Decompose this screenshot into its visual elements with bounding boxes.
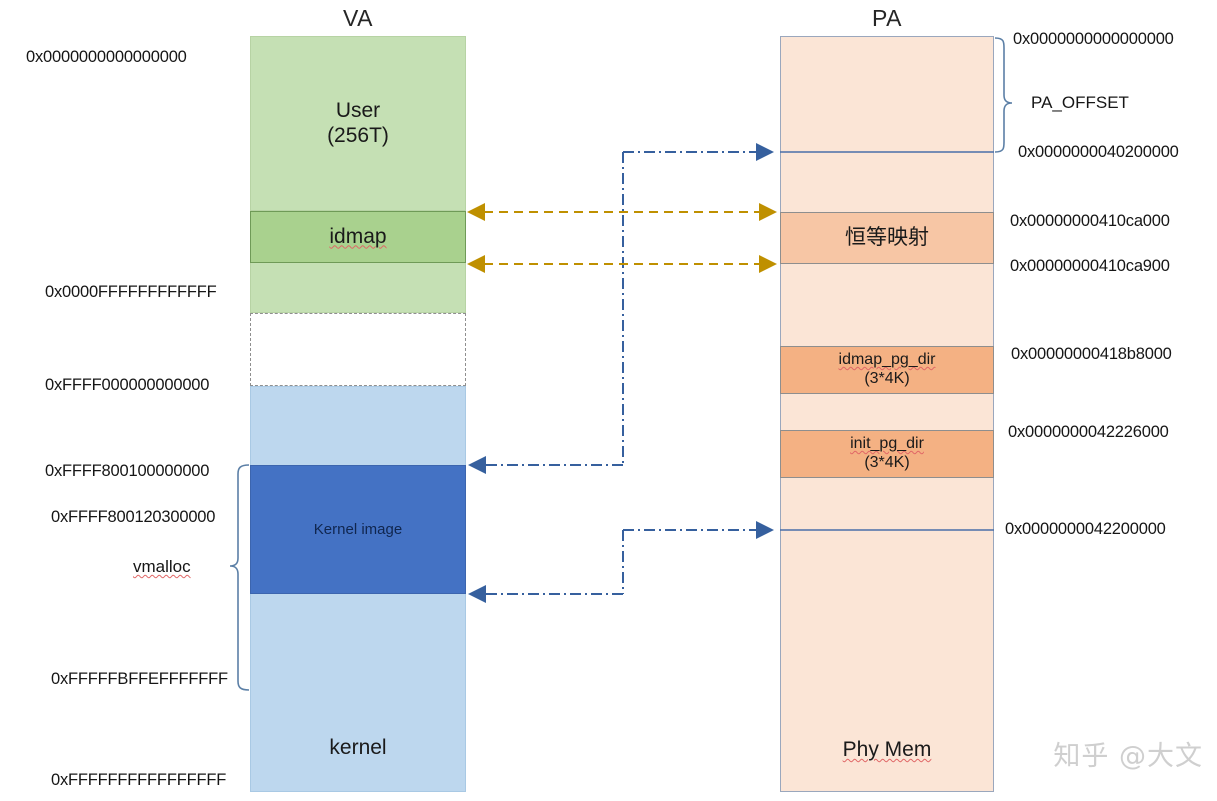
va-block-kernel-image-label: Kernel image [313,520,403,538]
pa-label-pa-offset: PA_OFFSET [1031,93,1129,112]
pa-address-identity-map-start: 0x00000000410ca000 [1010,212,1170,230]
va-block-idmap-label: idmap [329,224,387,248]
pa-block-init-pg-dir-label: init_pg_dir [850,435,924,453]
va-block-user[interactable]: User (256T) [250,36,466,211]
pa-offset-bracket [994,37,1013,153]
pa-address-init-pg-dir: 0x0000000042226000 [1008,423,1169,441]
pa-block-init-pg-dir[interactable]: init_pg_dir (3*4K) [780,430,994,478]
va-address-top: 0x0000000000000000 [26,48,187,66]
pa-block-identity-map[interactable]: 恒等映射 [780,212,994,264]
va-block-user-label: User [335,98,381,122]
va-address-kernel-start: 0xFFFF000000000000 [45,376,210,394]
pa-address-top: 0x0000000000000000 [1013,30,1174,48]
va-block-user-tail[interactable] [250,263,466,313]
va-address-vmalloc-end: 0xFFFFFBFFEFFFFFFF [51,670,228,688]
pa-block-idmap-pg-dir[interactable]: idmap_pg_dir (3*4K) [780,346,994,394]
va-address-kernel-image-start: 0xFFFF800120300000 [51,508,216,526]
pa-address-pa-offset-end: 0x0000000040200000 [1018,143,1179,161]
pa-address-identity-map-end: 0x00000000410ca900 [1010,257,1170,275]
pa-block-init-pg-dir-size: (3*4K) [864,454,910,471]
va-label-vmalloc: vmalloc [133,557,191,576]
va-address-vmalloc-start: 0xFFFF800100000000 [45,462,210,480]
va-block-kernel-label: kernel [329,736,387,760]
watermark: 知乎 @大文 [1053,741,1203,772]
pa-block-idmap-pg-dir-label: idmap_pg_dir [838,351,936,369]
pa-block-phy-mem[interactable]: Phy Mem [780,36,994,792]
va-address-user-end: 0x0000FFFFFFFFFFFF [45,283,217,301]
va-block-user-size: (256T) [327,123,389,147]
pa-address-idmap-pg-dir: 0x00000000418b8000 [1011,345,1172,363]
pa-block-identity-map-label: 恒等映射 [845,225,929,249]
pa-block-idmap-pg-dir-size: (3*4K) [864,370,910,387]
pa-block-phy-mem-label: Phy Mem [842,738,932,762]
va-block-kernel-image[interactable]: Kernel image [250,465,466,594]
pa-address-kernel-phys: 0x0000000042200000 [1005,520,1166,538]
va-column-title: VA [343,5,373,31]
va-block-noncanonical-gap [250,313,466,386]
va-address-bottom: 0xFFFFFFFFFFFFFFFF [51,771,227,789]
connector-kernel-image-top [468,143,774,474]
va-block-idmap[interactable]: idmap [250,211,466,263]
vmalloc-bracket [229,464,250,691]
pa-column-title: PA [872,5,902,31]
connector-kernel-image-bottom [468,521,774,603]
